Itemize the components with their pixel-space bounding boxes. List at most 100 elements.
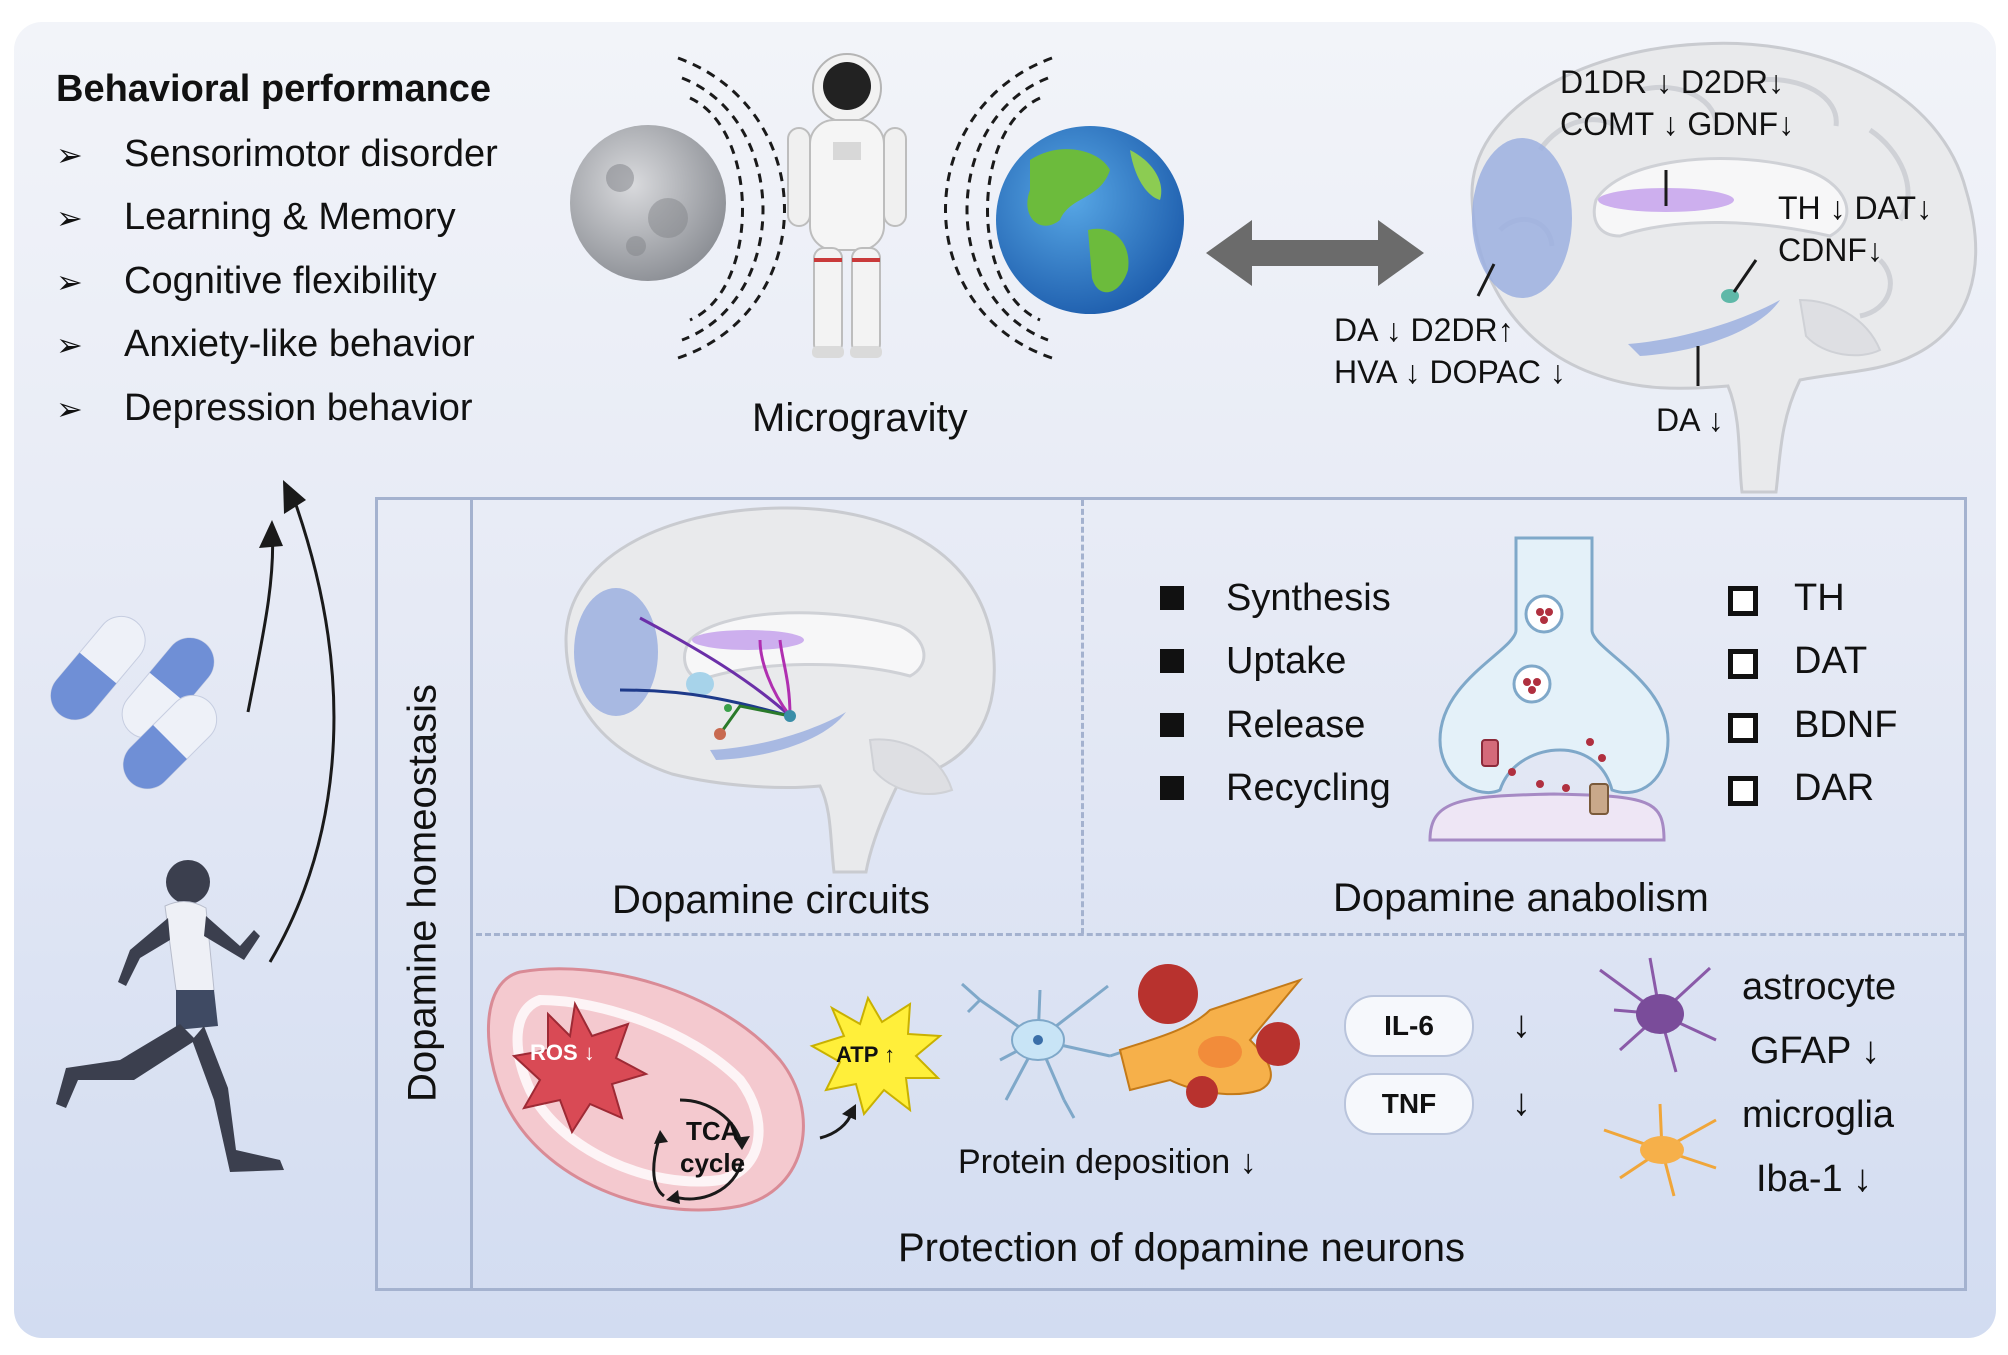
midbrain-region <box>1628 300 1780 356</box>
arrow-bullet-icon: ➢ <box>56 200 83 236</box>
behavior-item: ➢ Depression behavior <box>56 387 473 430</box>
behavior-item-label: Learning & Memory <box>124 196 456 238</box>
pill-capsule-icon <box>50 615 146 721</box>
brain-sagittal-icon <box>564 506 996 874</box>
process-item: Synthesis <box>1226 577 1391 619</box>
il6-down-arrow: ↓ <box>1512 1004 1531 1046</box>
nucleus-accumbens-region <box>686 672 714 696</box>
marker-item: TH <box>1794 577 1845 619</box>
behavior-item: ➢ Learning & Memory <box>56 196 456 239</box>
gfap-label: GFAP ↓ <box>1750 1030 1881 1072</box>
il6-label: IL-6 <box>1384 1010 1434 1041</box>
behavior-item-label: Anxiety-like behavior <box>124 323 475 365</box>
atp-label: ATP ↑ <box>836 1042 896 1067</box>
atp-star-icon <box>809 995 943 1117</box>
vta-node <box>784 710 796 722</box>
microglia-soma <box>1640 1136 1684 1164</box>
iba1-label: Iba-1 ↓ <box>1756 1158 1873 1200</box>
open-square-bullet-icon <box>1728 649 1758 679</box>
astronaut-icon <box>787 53 907 358</box>
behavior-item-label: Sensorimotor disorder <box>124 133 498 175</box>
earth-icon <box>996 126 1184 314</box>
marker-item: BDNF <box>1794 704 1898 746</box>
protein-deposition-label: Protein deposition ↓ <box>958 1143 1257 1181</box>
tca-label-line1: TCA <box>686 1116 740 1146</box>
dopamine-pathways <box>619 616 792 735</box>
ros-label: ROS ↓ <box>530 1040 595 1065</box>
microglia-label: microglia <box>1742 1094 1895 1136</box>
astrocyte-soma <box>1636 994 1684 1034</box>
dopamine-homeostasis-panel <box>375 497 1967 1291</box>
midbrain-region <box>710 712 846 760</box>
behavior-item: ➢ Cognitive flexibility <box>56 260 437 303</box>
astrocyte-icon <box>1599 957 1717 1073</box>
process-item: Recycling <box>1226 767 1391 809</box>
brain-marker-right-line2: CDNF↓ <box>1778 232 1883 268</box>
pill-capsule-icon <box>122 694 218 790</box>
double-arrow-icon <box>1206 220 1424 286</box>
behavior-title: Behavioral performance <box>56 68 492 110</box>
striatum-region <box>692 630 804 650</box>
curved-arrow-icon <box>268 480 336 963</box>
marker-leader-lines <box>1476 170 1758 386</box>
postsynaptic-membrane-icon <box>1428 783 1666 842</box>
marker-item: DAT <box>1794 640 1868 682</box>
behavior-item: ➢ Sensorimotor disorder <box>56 133 498 176</box>
vta-region <box>1721 289 1739 303</box>
arrow-bullet-icon: ➢ <box>56 264 83 300</box>
presynaptic-terminal-icon <box>1438 536 1670 795</box>
curved-arrow-icon <box>246 520 283 713</box>
panel-divider-vertical <box>1081 500 1084 934</box>
arrow-bullet-icon: ➢ <box>56 391 83 427</box>
amygdala-node <box>714 728 726 740</box>
runner-icon <box>56 860 284 1172</box>
anabolism-label: Dopamine anabolism <box>1333 876 1709 920</box>
process-item: Uptake <box>1226 640 1347 682</box>
astrocyte-label: astrocyte <box>1742 966 1897 1008</box>
transporter-icon <box>1481 739 1499 767</box>
protection-label: Protection of dopamine neurons <box>898 1226 1466 1270</box>
brain-marker-left-line1: DA ↓ D2DR↑ <box>1334 312 1514 348</box>
tnf-down-arrow: ↓ <box>1512 1082 1531 1124</box>
arrow-bullet-icon: ➢ <box>56 327 83 363</box>
open-square-bullet-icon <box>1728 713 1758 743</box>
ros-star-icon <box>511 1000 649 1135</box>
gravity-field-lines <box>677 56 1053 360</box>
process-item: Release <box>1226 704 1366 746</box>
brain-marker-cortex-line2: COMT ↓ GDNF↓ <box>1560 106 1795 142</box>
behavior-item-label: Cognitive flexibility <box>124 260 437 302</box>
marker-item: DAR <box>1794 767 1875 809</box>
filled-square-bullet-icon <box>1160 649 1184 673</box>
open-square-bullet-icon <box>1728 586 1758 616</box>
microglia-icon <box>1603 1103 1717 1197</box>
filled-square-bullet-icon <box>1160 776 1184 800</box>
brain-marker-left-line2: HVA ↓ DOPAC ↓ <box>1334 354 1566 390</box>
prefrontal-region <box>574 588 658 716</box>
filled-square-bullet-icon <box>1160 586 1184 610</box>
behavior-item-label: Depression behavior <box>124 387 473 429</box>
filled-square-bullet-icon <box>1160 713 1184 737</box>
brain-marker-cortex-line1: D1DR ↓ D2DR↓ <box>1560 64 1785 100</box>
brain-marker-bottom: DA ↓ <box>1656 402 1724 438</box>
il6-badge: IL-6 <box>1344 995 1474 1057</box>
moon-icon <box>570 125 726 281</box>
tnf-label: TNF <box>1381 1088 1437 1119</box>
panel-divider-horizontal <box>476 933 1964 936</box>
neuron-with-aggregates-icon <box>1118 964 1304 1108</box>
open-square-bullet-icon <box>1728 776 1758 806</box>
microgravity-label: Microgravity <box>752 396 968 440</box>
prefrontal-region <box>1472 138 1572 298</box>
tca-label-line2: cycle <box>680 1148 746 1178</box>
homeostasis-side-column <box>375 497 473 1291</box>
circuits-label: Dopamine circuits <box>612 878 930 922</box>
behavior-item: ➢ Anxiety-like behavior <box>56 323 475 366</box>
arrow-bullet-icon: ➢ <box>56 137 83 173</box>
tca-arrowheads <box>654 1130 750 1204</box>
